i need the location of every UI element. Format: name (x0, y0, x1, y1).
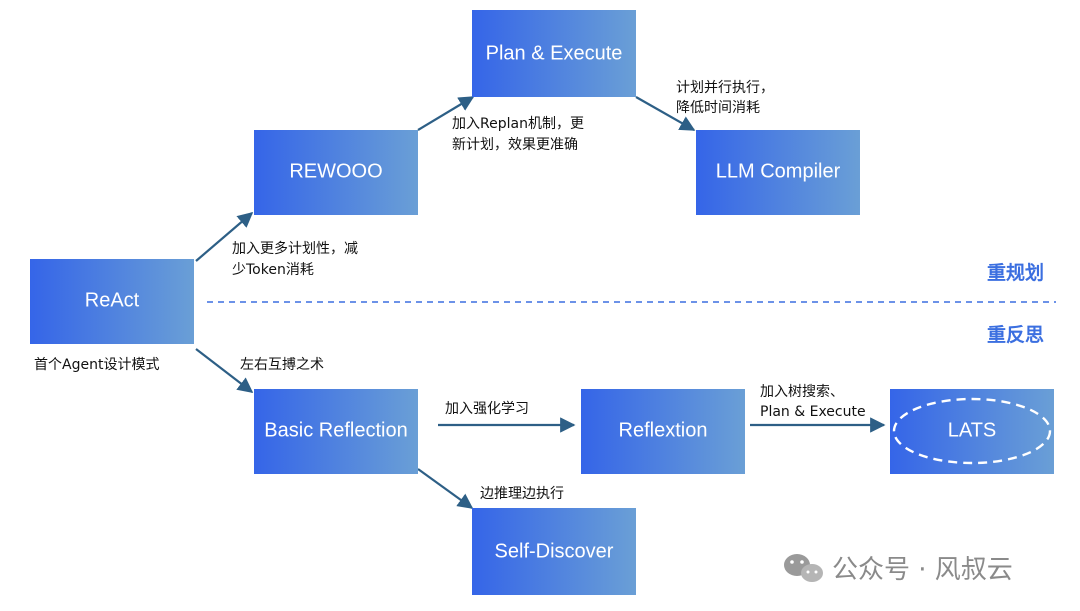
node-lats: LATS (890, 389, 1054, 474)
edge-basic-reflection-to-self-discover (417, 468, 474, 509)
note-reflection-to-reflextion: 加入强化学习 (445, 401, 529, 417)
node-plan-execute-label: Plan & Execute (486, 42, 623, 64)
node-llm-compiler: LLM Compiler (696, 130, 860, 215)
node-reflextion-label: Reflextion (619, 419, 708, 441)
section-label-reflection: 重反思 (987, 324, 1044, 346)
node-lats-label: LATS (948, 419, 997, 441)
note-reflextion-to-lats-line1: 加入树搜索、 (760, 383, 844, 400)
note-plan-to-compiler-line1: 计划并行执行， (676, 80, 774, 96)
node-llm-compiler-label: LLM Compiler (716, 160, 841, 182)
note-react-to-reflection: 左右互搏之术 (240, 356, 324, 373)
node-plan-execute: Plan & Execute (472, 10, 636, 97)
node-basic-reflection-label: Basic Reflection (264, 419, 407, 441)
node-rewooo: REWOOO (254, 130, 418, 215)
react-note: 首个Agent设计模式 (34, 357, 159, 373)
note-rewooo-to-plan-line1: 加入Replan机制，更 (452, 116, 584, 132)
node-rewooo-label: REWOOO (289, 160, 382, 182)
note-react-to-rewooo-line1: 加入更多计划性，减 (232, 240, 358, 257)
lats-dashed-ellipse (892, 397, 1052, 465)
edge-react-to-basic-reflection (195, 348, 254, 393)
node-self-discover: Self-Discover (472, 508, 636, 595)
note-plan-to-compiler-line2: 降低时间消耗 (676, 100, 760, 116)
note-reflextion-to-lats-line2: Plan & Execute (760, 404, 866, 420)
watermark: 公众号 · 风叔云 (784, 554, 1013, 585)
note-reflection-to-self-discover: 边推理边执行 (480, 486, 564, 502)
node-react: ReAct (30, 259, 194, 344)
edge-rewooo-to-plan-execute (417, 96, 475, 131)
node-reflextion: Reflextion (581, 389, 745, 474)
node-basic-reflection: Basic Reflection (254, 389, 418, 474)
note-react-to-rewooo-line2: 少Token消耗 (232, 262, 314, 278)
node-self-discover-label: Self-Discover (495, 540, 614, 562)
section-label-planning: 重规划 (987, 261, 1044, 284)
note-rewooo-to-plan-line2: 新计划，效果更准确 (452, 137, 578, 153)
wechat-icon (784, 554, 823, 582)
node-react-label: ReAct (85, 289, 140, 311)
edge-plan-execute-to-llm-compiler (635, 96, 696, 131)
watermark-text: 公众号 · 风叔云 (832, 555, 1013, 585)
edge-react-to-rewooo (195, 211, 254, 262)
